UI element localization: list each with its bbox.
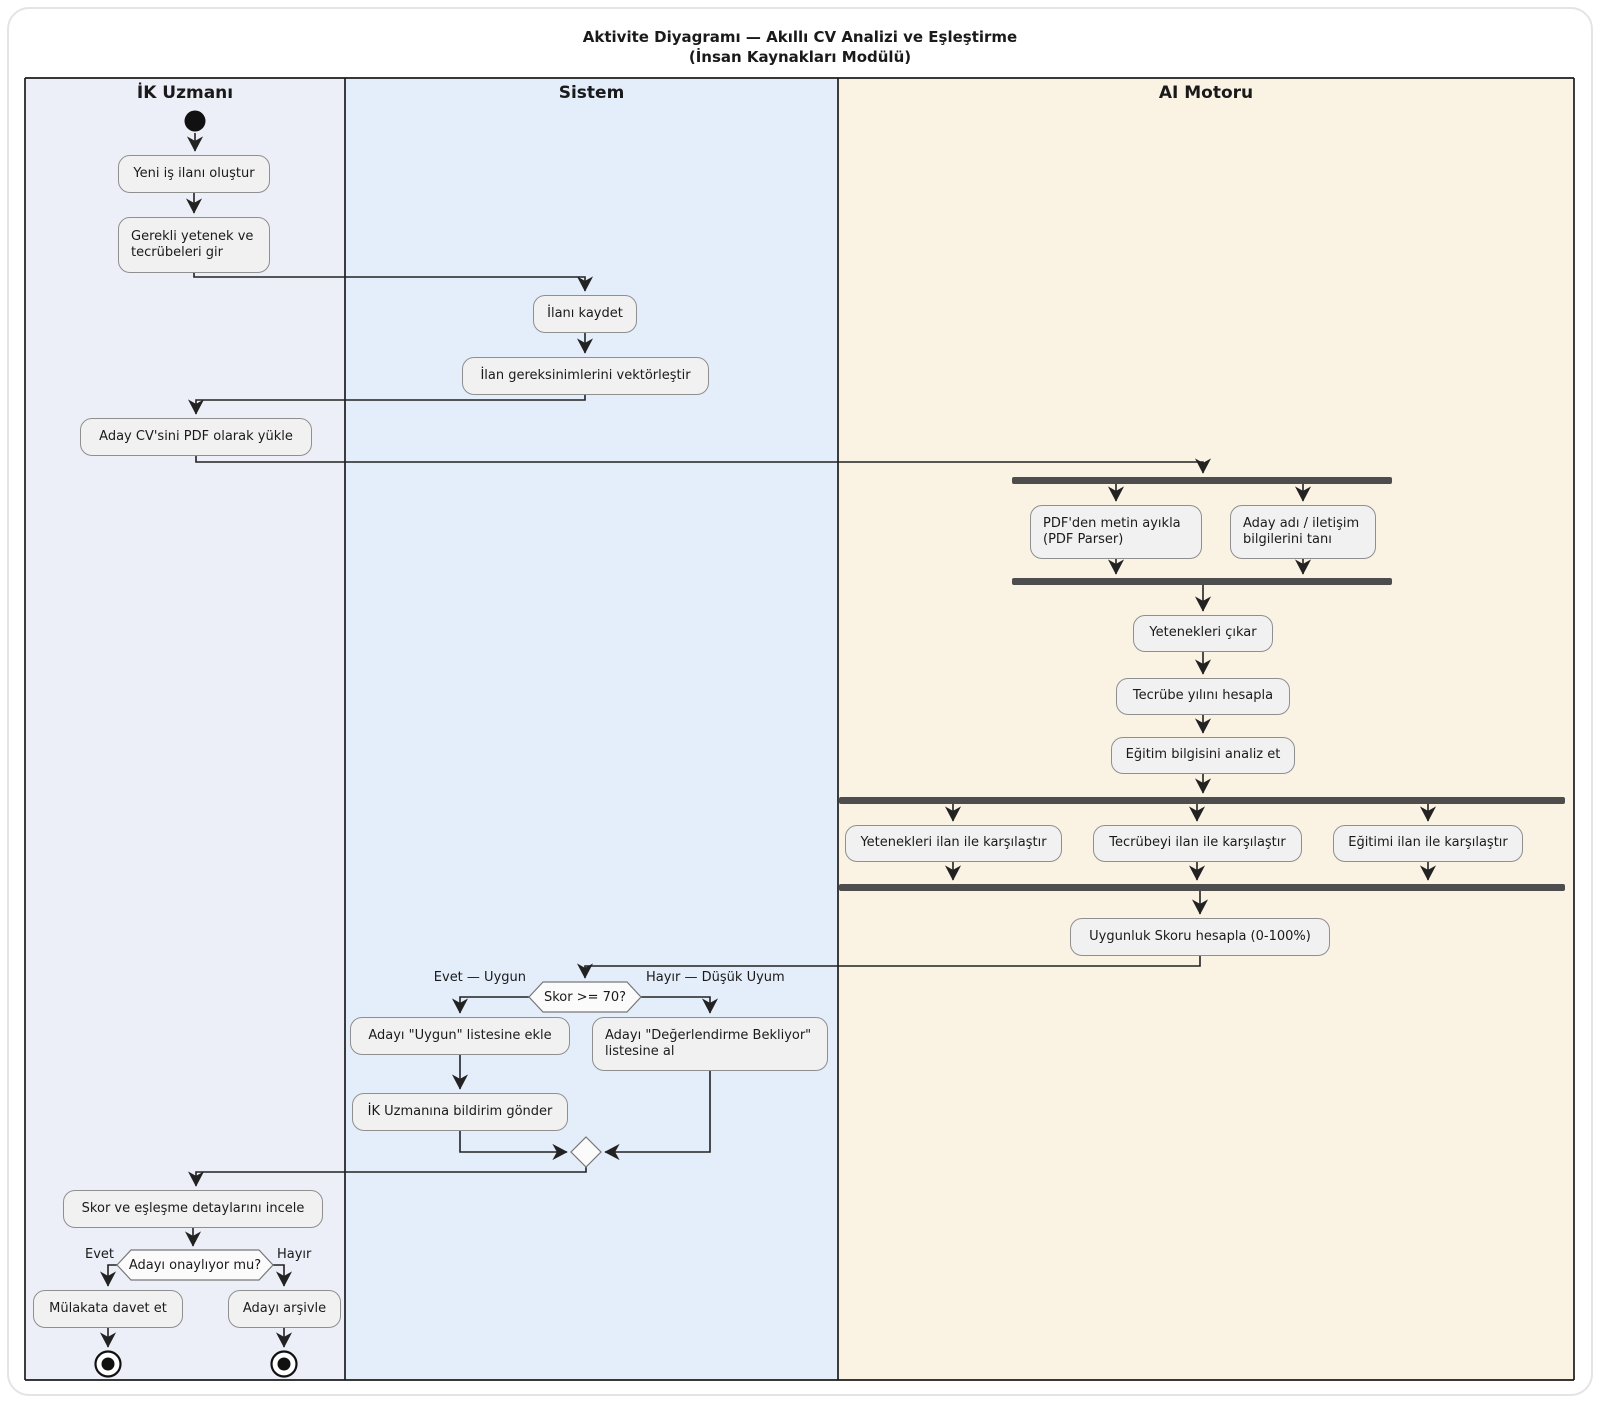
activity-vectorize: İlan gereksinimlerini vektörleştir: [462, 357, 709, 395]
activity-extract-skills: Yetenekleri çıkar: [1133, 615, 1273, 652]
activity-invite-interview: Mülakata davet et: [33, 1290, 183, 1328]
diagram-title-line2: (İnsan Kaynakları Modülü): [688, 48, 912, 66]
activity-create-job: Yeni iş ilanı oluştur: [118, 155, 270, 193]
activity-notify-hr: İK Uzmanına bildirim gönder: [352, 1093, 568, 1131]
activity-analyze-education: Eğitim bilgisini analiz et: [1111, 737, 1295, 774]
edge-label-score-no: Hayır — Düşük Uyum: [646, 970, 785, 985]
activity-compare-education: Eğitimi ilan ile karşılaştır: [1333, 825, 1523, 862]
lane-header-hr: İK Uzmanı: [136, 83, 234, 103]
activity-detect-contact: Aday adı / iletişim bilgilerini tanı: [1230, 505, 1376, 559]
lane-header-system: Sistem: [558, 83, 625, 103]
activity-pdf-parse: PDF'den metin ayıkla (PDF Parser): [1030, 505, 1202, 559]
edge-label-score-yes: Evet — Uygun: [433, 970, 526, 985]
lane-ai-background: [838, 78, 1574, 1380]
lane-system-background: [345, 78, 838, 1380]
activity-enter-requirements: Gerekli yetenek ve tecrübeleri gir: [118, 217, 270, 273]
activity-add-waiting: Adayı "Değerlendirme Bekliyor" listesine…: [592, 1017, 828, 1071]
activity-save-posting: İlanı kaydet: [533, 295, 637, 333]
activity-calc-experience: Tecrübe yılını hesapla: [1116, 678, 1290, 715]
edge-label-approve-yes: Evet: [84, 1247, 114, 1262]
edge-label-approve-no: Hayır: [277, 1247, 312, 1262]
activity-upload-cv: Aday CV'sini PDF olarak yükle: [80, 418, 312, 456]
activity-add-suitable: Adayı "Uygun" listesine ekle: [350, 1017, 570, 1055]
activity-calc-score: Uygunluk Skoru hesapla (0-100%): [1070, 918, 1330, 956]
activity-compare-experience: Tecrübeyi ilan ile karşılaştır: [1093, 825, 1302, 862]
lane-hr-background: [25, 78, 345, 1380]
decision-approve-label: Adayı onaylıyor mu?: [128, 1257, 262, 1273]
lane-header-ai: AI Motoru: [1158, 83, 1254, 103]
diagram-title-line1: Aktivite Diyagramı — Akıllı CV Analizi v…: [582, 28, 1018, 46]
activity-archive-candidate: Adayı arşivle: [228, 1290, 341, 1328]
decision-score-label: Skor >= 70?: [543, 989, 627, 1005]
activity-review-score: Skor ve eşleşme detaylarını incele: [63, 1190, 323, 1228]
activity-compare-skills: Yetenekleri ilan ile karşılaştır: [845, 825, 1062, 862]
